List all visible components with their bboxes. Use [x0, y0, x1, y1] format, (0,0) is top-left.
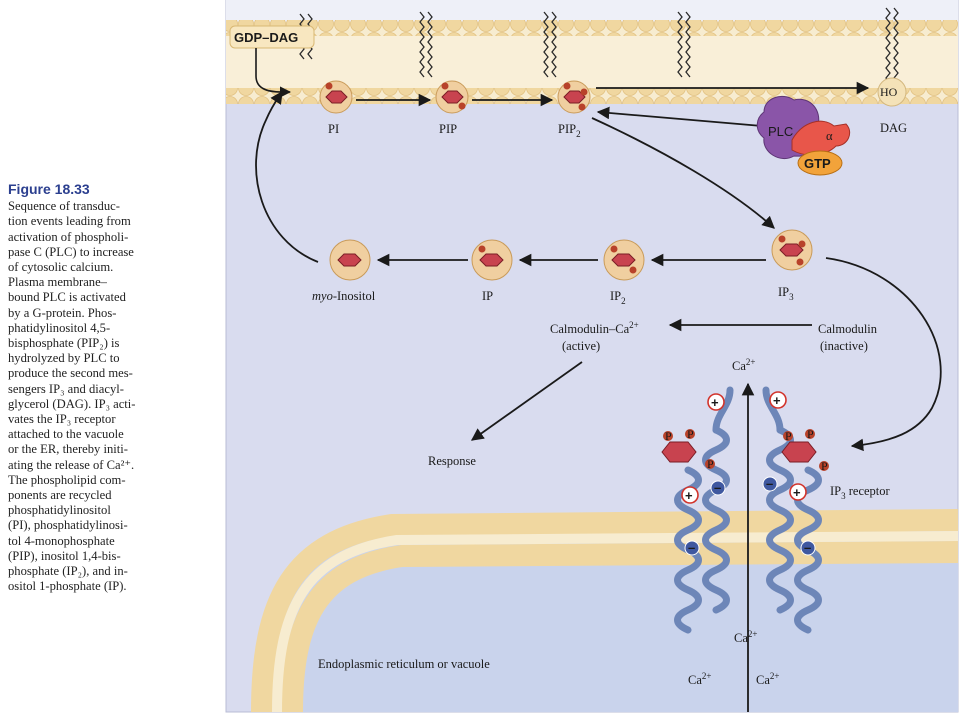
receptor-bound-ip3-right: P P P [781, 427, 829, 473]
caption-line: Plasma membrane– [8, 275, 107, 290]
label-calmodulin: Calmodulin [818, 322, 878, 336]
label-plc: PLC [768, 124, 793, 139]
label-ca-er-1: Ca2+ [734, 629, 757, 645]
label-gtp: GTP [804, 156, 831, 171]
svg-text:+: + [793, 485, 801, 500]
label-pi: PI [328, 122, 339, 136]
arrow-ip3-to-receptor [825, 257, 942, 452]
caption-line: or the ER, thereby initi- [8, 442, 128, 457]
er-vacuole [251, 509, 959, 713]
label-pip2: PIP2 [558, 122, 581, 139]
lipid-dag [877, 77, 907, 107]
caption-line: activation of phospholi- [8, 229, 129, 244]
ip2-molecule [603, 239, 645, 281]
caption-line: by a G-protein. Phos- [8, 305, 117, 320]
label-ip3-receptor: IP3 receptor [830, 484, 891, 501]
svg-text:P: P [821, 459, 828, 473]
caption-line: attached to the vacuole [8, 427, 124, 442]
arrow-plc-to-pip2 [596, 106, 763, 127]
figure-caption: Figure 18.33 Sequence of transduc-tion e… [8, 181, 218, 594]
svg-text:P: P [687, 427, 694, 441]
label-ca-top: Ca2+ [732, 357, 755, 373]
label-ca-er-3: Ca2+ [756, 671, 779, 687]
caption-line: of cytosolic calcium. [8, 260, 114, 275]
caption-line: vates the IP₃ receptor [8, 412, 116, 427]
caption-line: ositol 1-phosphate (IP). [8, 579, 127, 594]
label-calmodulin-ca-active: Calmodulin–Ca2+ [550, 320, 639, 336]
lipid-pip [435, 80, 469, 114]
ip3-receptor-channel: P P P P P P + + + + – – – – [661, 386, 829, 634]
svg-text:P: P [785, 429, 792, 443]
svg-text:P: P [807, 427, 814, 441]
caption-line: phosphate (IP₂), and in- [8, 564, 128, 579]
caption-line: bound PLC is activated [8, 290, 126, 305]
label-pip: PIP [439, 122, 457, 136]
caption-line: (PIP), inositol 1,4-bis- [8, 548, 121, 563]
label-inactive: (inactive) [820, 339, 868, 353]
svg-text:P: P [665, 429, 672, 443]
caption-line: produce the second mes- [8, 366, 133, 381]
extracellular-space [226, 0, 958, 22]
charge-minus-markers: – – – – [684, 476, 816, 556]
svg-text:P: P [707, 457, 714, 471]
caption-line: ponents are recycled [8, 488, 112, 503]
gdp-dag-label: GDP–DAG [229, 25, 315, 49]
caption-line: sengers IP₃ and diacyl- [8, 381, 124, 396]
svg-text:+: + [773, 393, 781, 408]
svg-text:–: – [804, 540, 811, 555]
label-dag: DAG [880, 121, 907, 135]
receptor-bound-ip3-left: P P P [661, 427, 715, 471]
label-response: Response [428, 454, 476, 468]
svg-text:–: – [714, 480, 721, 495]
caption-line: Sequence of transduc- [8, 199, 120, 214]
ip3-molecule [771, 229, 813, 271]
svg-text:+: + [685, 488, 693, 503]
arrow-to-response [470, 361, 583, 441]
ip-molecule [471, 239, 513, 281]
caption-line: ating the release of Ca²⁺. [8, 457, 135, 472]
caption-text: Sequence of transduc-tion events leading… [8, 199, 218, 594]
label-ip3: IP3 [778, 285, 794, 302]
label-myo-inositol: myo-Inositol [312, 289, 376, 303]
charge-plus-markers: + + + + [681, 391, 807, 504]
svg-text:GDP–DAG: GDP–DAG [234, 30, 298, 45]
myo-inositol-molecule [329, 239, 371, 281]
lipid-pi [319, 80, 353, 114]
caption-line: phatidylinositol 4,5- [8, 320, 111, 335]
caption-line: bisphosphate (PIP₂) is [8, 336, 120, 351]
caption-line: (PI), phosphatidylinosi- [8, 518, 128, 533]
svg-text:–: – [766, 476, 773, 491]
svg-text:–: – [688, 540, 695, 555]
label-active: (active) [562, 339, 600, 353]
caption-line: phosphatidylinositol [8, 503, 111, 518]
arrow-gdp-dag [255, 48, 292, 98]
lipid-pip2 [557, 80, 591, 114]
caption-line: glycerol (DAG). IP₃ acti- [8, 396, 136, 411]
svg-text:+: + [711, 395, 719, 410]
label-alpha: α [826, 129, 833, 143]
arrow-recycle-to-membrane [255, 90, 319, 263]
label-ip: IP [482, 289, 493, 303]
plc-g-protein-complex: PLC α GTP [756, 96, 851, 176]
label-er-vacuole: Endoplasmic reticulum or vacuole [318, 657, 490, 671]
caption-line: pase C (PLC) to increase [8, 244, 134, 259]
label-ip2: IP2 [610, 289, 626, 306]
label-ho: HO [880, 85, 898, 99]
caption-line: tion events leading from [8, 214, 131, 229]
arrow-pip2-to-ip3 [591, 117, 775, 229]
figure-title: Figure 18.33 [8, 181, 90, 197]
label-ca-er-2: Ca2+ [688, 671, 711, 687]
caption-line: hydrolyzed by PLC to [8, 351, 120, 366]
caption-line: tol 4-monophosphate [8, 533, 115, 548]
signal-transduction-diagram: GDP–DAG PI PI [225, 0, 959, 713]
caption-line: The phospholipid com- [8, 472, 126, 487]
